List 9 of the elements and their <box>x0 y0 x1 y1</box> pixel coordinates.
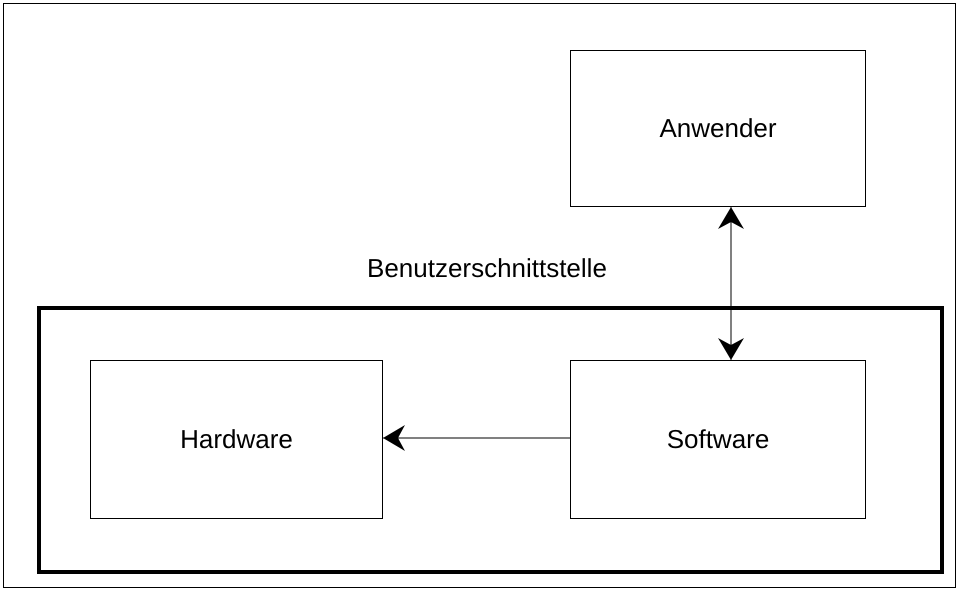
process-box <box>570 50 866 207</box>
node-label: Anwender <box>659 112 777 145</box>
process-box <box>90 360 383 519</box>
process-box <box>570 360 866 519</box>
container-box <box>37 306 944 574</box>
arrow <box>718 206 744 360</box>
node-label: Software <box>666 423 770 456</box>
arrow <box>382 425 570 451</box>
node-label: Hardware <box>180 423 293 456</box>
